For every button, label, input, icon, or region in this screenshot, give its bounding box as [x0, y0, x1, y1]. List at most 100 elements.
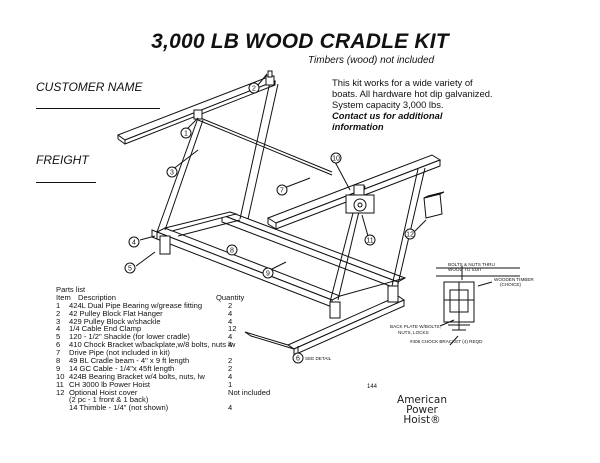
- part-description: 14 GC Cable - 1/4"x 45ft length: [69, 363, 175, 373]
- parts-row: 10 424B Bearing Bracket w/4 bolts, nuts, …: [56, 371, 232, 381]
- callout-3: 3: [170, 170, 174, 177]
- info-line-3: System capacity 3,000 lbs.: [332, 99, 444, 110]
- parts-list-heading: Parts list: [56, 285, 86, 294]
- detail-chock-bracket: #406 CHOCK BRACKET (4) REQD: [410, 339, 483, 344]
- pulley-block: [193, 109, 203, 120]
- part-description: 49 BL Cradle beam - 4" x 9 ft length: [69, 356, 190, 366]
- info-contact-2: information: [332, 121, 384, 132]
- page-title: 3,000 LB WOOD CRADLE KIT: [151, 30, 449, 53]
- info-contact-1: Contact us for additional: [332, 110, 443, 121]
- page-number: 144: [367, 384, 378, 390]
- brand-logo: American Power Hoist®: [372, 394, 472, 426]
- part-item-number: 4: [56, 324, 61, 334]
- part-quantity: 12: [228, 324, 237, 334]
- part-item-number: 6: [56, 340, 61, 350]
- part-description: 429 Pulley Block w/shackle: [69, 316, 161, 326]
- freight-label: FREIGHT: [36, 153, 89, 167]
- parts-row: (2 pc - 1 front & 1 back): [56, 396, 148, 404]
- parts-row: 6 410 Chock Bracket w/backplate,w/8 bolts…: [56, 340, 235, 350]
- callout-12: 12: [406, 232, 414, 239]
- brand-line-1: American: [397, 394, 447, 406]
- callout-2: 2: [252, 86, 256, 93]
- cable-1: [156, 117, 199, 233]
- part-item-number: 8: [56, 356, 61, 366]
- parts-row: 2 42 Pulley Block Flat Hanger 4: [56, 308, 232, 318]
- callout-9: 9: [266, 271, 270, 278]
- detail-wooden-timber: WOODEN TIMBER: [494, 277, 534, 282]
- brand-line-2: Power: [406, 404, 438, 416]
- parts-row: 11 CH 3000 lb Power Hoist 1: [56, 379, 232, 389]
- callout-8: 8: [230, 248, 234, 255]
- part-item-number: 2: [56, 308, 61, 318]
- part-quantity: 2: [228, 300, 233, 310]
- detail-wood-to-suit: WOOD TO SUIT: [448, 267, 482, 272]
- part-quantity: 1: [228, 379, 233, 389]
- part-description: 424L Dual Pipe Bearing w/grease fitting: [69, 300, 203, 310]
- detail-bolts-nuts: BOLTS & NUTS THRU: [448, 262, 495, 267]
- chock-bracket-detail: [436, 266, 520, 346]
- parts-list-header: Item Description Quantity: [56, 292, 244, 302]
- part-description: 410 Chock Bracket w/backplate,w/8 bolts,…: [69, 340, 236, 350]
- part-quantity: 4: [228, 403, 233, 413]
- info-line-1: This kit works for a wide variety of: [332, 77, 473, 88]
- part-item-number: 1: [56, 300, 61, 310]
- power-hoist: [345, 184, 375, 214]
- col-item-header: Item: [56, 292, 71, 302]
- info-line-2: boats. All hardware hot dip galvanized.: [332, 88, 493, 99]
- see-detail-label: SEE DETAIL: [305, 356, 332, 361]
- parts-row: 3 429 Pulley Block w/shackle 4: [56, 316, 232, 326]
- detail-choice: (CHOICE): [500, 282, 521, 287]
- callout-1: 1: [184, 131, 188, 138]
- lower-cradle-beam-right: [220, 211, 407, 290]
- part-quantity: 2: [228, 356, 233, 366]
- part-item-number: 9: [56, 363, 61, 373]
- parts-row: 12 Optional Hoist cover Not included: [56, 387, 270, 397]
- part-quantity: 4: [228, 332, 233, 342]
- col-qty-header: Quantity: [216, 292, 245, 302]
- part-quantity: 4: [228, 340, 233, 350]
- parts-row: 14 Thimble - 1/4" (not shown) 4: [56, 404, 232, 412]
- part-item-number: 11: [56, 379, 64, 389]
- parts-row: 1 424L Dual Pipe Bearing w/grease fitting…: [56, 300, 232, 310]
- part-item-number: 10: [56, 371, 65, 381]
- part-quantity: 4: [228, 316, 233, 326]
- cable-4: [391, 168, 419, 287]
- kit-info: This kit works for a wide variety of boa…: [332, 77, 542, 132]
- parts-row: 8 49 BL Cradle beam - 4" x 9 ft length 2: [56, 356, 232, 366]
- freight-line: [36, 182, 96, 183]
- callout-10: 10: [332, 156, 340, 163]
- part-item-number: 5: [56, 332, 61, 342]
- parts-row: 5 120 - 1/2" Shackle (for lower cradle) 4: [56, 332, 232, 342]
- part-description: (2 pc - 1 front & 1 back): [69, 395, 149, 405]
- part-description: 42 Pulley Block Flat Hanger: [69, 308, 163, 318]
- part-description: 424B Bearing Bracket w/4 bolts, nuts, lw: [69, 371, 205, 381]
- part-description: CH 3000 lb Power Hoist: [69, 379, 151, 389]
- brand-line-3: Hoist®: [403, 414, 441, 426]
- part-item-number: 3: [56, 316, 61, 326]
- customer-name-label: CUSTOMER NAME: [36, 80, 143, 94]
- parts-row: 4 1/4 Cable End Clamp 12: [56, 324, 236, 334]
- part-quantity: 4: [228, 308, 233, 318]
- col-desc-header: Description: [78, 292, 116, 302]
- cable-2: [239, 81, 271, 220]
- callout-7: 7: [280, 188, 284, 195]
- part-quantity: 4: [228, 371, 233, 381]
- part-item-number: 7: [56, 348, 61, 358]
- page-subtitle: Timbers (wood) not included: [308, 55, 435, 66]
- part-description: 120 - 1/2" Shackle (for lower cradle): [69, 332, 190, 342]
- callout-5: 5: [128, 266, 132, 273]
- callout-6: 6: [296, 356, 300, 363]
- parts-rows: 1 424L Dual Pipe Bearing w/grease fitting…: [56, 300, 270, 412]
- part-description: 1/4 Cable End Clamp: [69, 324, 142, 334]
- part-item-number: 12: [56, 387, 65, 397]
- part-description: Optional Hoist cover: [69, 387, 138, 397]
- lower-main-beam: [244, 295, 406, 356]
- part-quantity: Not included: [228, 387, 271, 397]
- part-description: 14 Thimble - 1/4" (not shown): [69, 403, 169, 413]
- callout-11: 11: [366, 238, 373, 245]
- lower-cradle-beam-left: [151, 227, 342, 308]
